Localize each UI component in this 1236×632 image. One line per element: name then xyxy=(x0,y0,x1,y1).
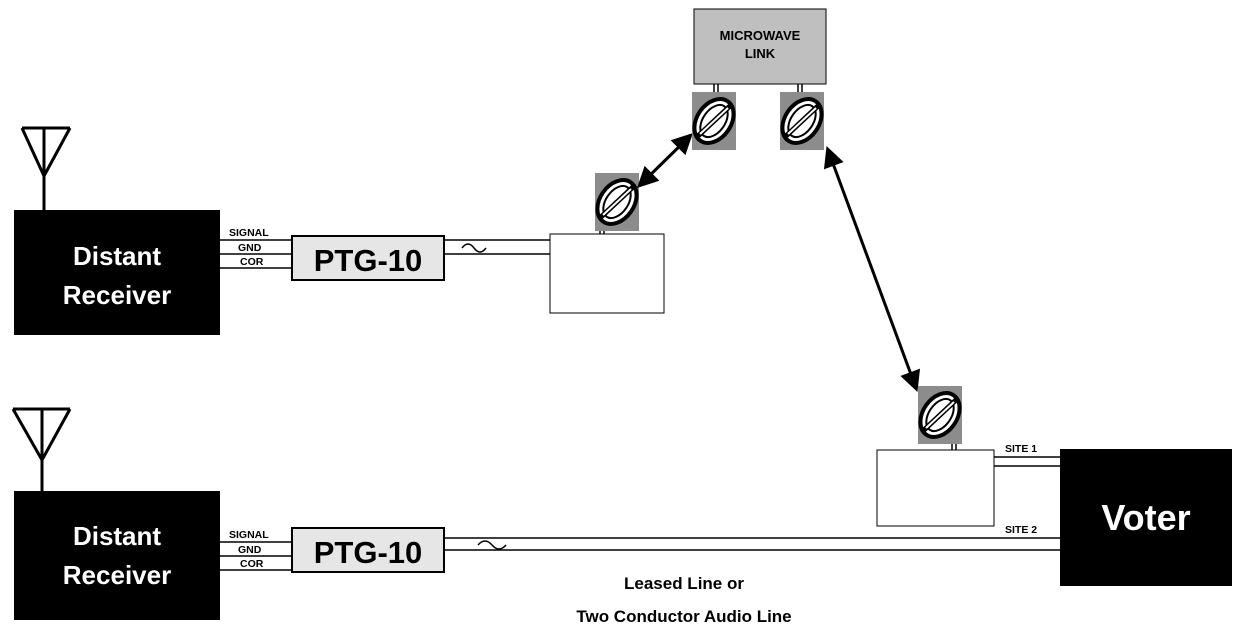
ptg-label: PTG-10 xyxy=(314,535,423,570)
receiver-2-wires xyxy=(220,541,292,571)
gnd-label: GND xyxy=(238,544,262,556)
microwave-radio-box-2 xyxy=(876,449,995,527)
ptg-label: PTG-10 xyxy=(314,243,423,278)
tilde-icon xyxy=(461,243,487,253)
voter: Voter xyxy=(1060,449,1232,586)
tilde-icon xyxy=(477,540,507,550)
double-arrow-icon xyxy=(823,146,921,392)
cor-label: COR xyxy=(240,256,264,268)
leased-line-caption-line1: Leased Line or xyxy=(624,574,744,593)
cor-label: COR xyxy=(240,558,264,570)
receiver-label-line1: Distant xyxy=(73,521,161,551)
microwave-link: MICROWAVE LINK xyxy=(693,8,827,85)
microwave-label-line1: MICROWAVE xyxy=(720,28,801,43)
ptg-1-audio-line xyxy=(444,239,550,255)
microwave-radio-box-1 xyxy=(549,233,665,314)
receiver-label-line2: Receiver xyxy=(63,280,171,310)
site-1-label: SITE 1 xyxy=(1005,443,1037,455)
leased-line xyxy=(444,537,1060,551)
signal-label: SIGNAL xyxy=(229,227,269,239)
receiver-label-line2: Receiver xyxy=(63,560,171,590)
microwave-label-line2: LINK xyxy=(745,46,776,61)
double-arrow-icon xyxy=(637,133,693,188)
signal-label: SIGNAL xyxy=(229,529,269,541)
distant-receiver-2: Distant Receiver xyxy=(14,491,220,620)
receiver-1-wires xyxy=(220,239,292,269)
antenna-icon xyxy=(20,126,72,210)
ptg-10-unit-2: PTG-10 xyxy=(291,527,445,573)
dish-icon xyxy=(912,386,967,445)
ptg-10-unit-1: PTG-10 xyxy=(291,235,445,281)
distant-receiver-1: Distant Receiver xyxy=(14,210,220,335)
antenna-icon xyxy=(11,407,72,491)
dish-icon xyxy=(686,92,741,151)
voter-label: Voter xyxy=(1101,497,1190,538)
leased-line-caption-line2: Two Conductor Audio Line xyxy=(576,607,791,626)
dish-icon xyxy=(589,173,644,232)
dish-icon xyxy=(774,92,829,151)
gnd-label: GND xyxy=(238,242,262,254)
site-1-wires xyxy=(994,456,1060,467)
receiver-label-line1: Distant xyxy=(73,241,161,271)
site-2-label: SITE 2 xyxy=(1005,524,1037,536)
